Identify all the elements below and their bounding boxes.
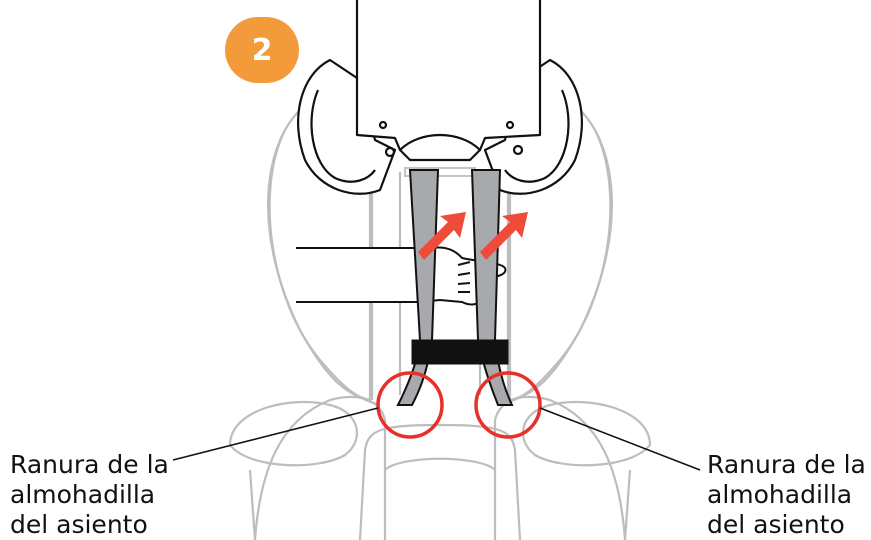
callout-label-right: Ranura de la almohadilla del asiento <box>707 450 866 540</box>
chest-clip <box>412 340 508 364</box>
callout-right-line1: Ranura de la <box>707 450 866 480</box>
callout-left-line1: Ranura de la <box>10 450 169 480</box>
callout-left-line3: del asiento <box>10 510 169 540</box>
callout-label-left: Ranura de la almohadilla del asiento <box>10 450 169 540</box>
headrest <box>298 0 582 194</box>
callout-right-line2: almohadilla <box>707 480 866 510</box>
step-number: 2 <box>252 33 273 68</box>
step-number-badge: 2 <box>225 17 299 83</box>
callout-left-line2: almohadilla <box>10 480 169 510</box>
hand-illustration <box>296 247 505 304</box>
callout-right-line3: del asiento <box>707 510 866 540</box>
